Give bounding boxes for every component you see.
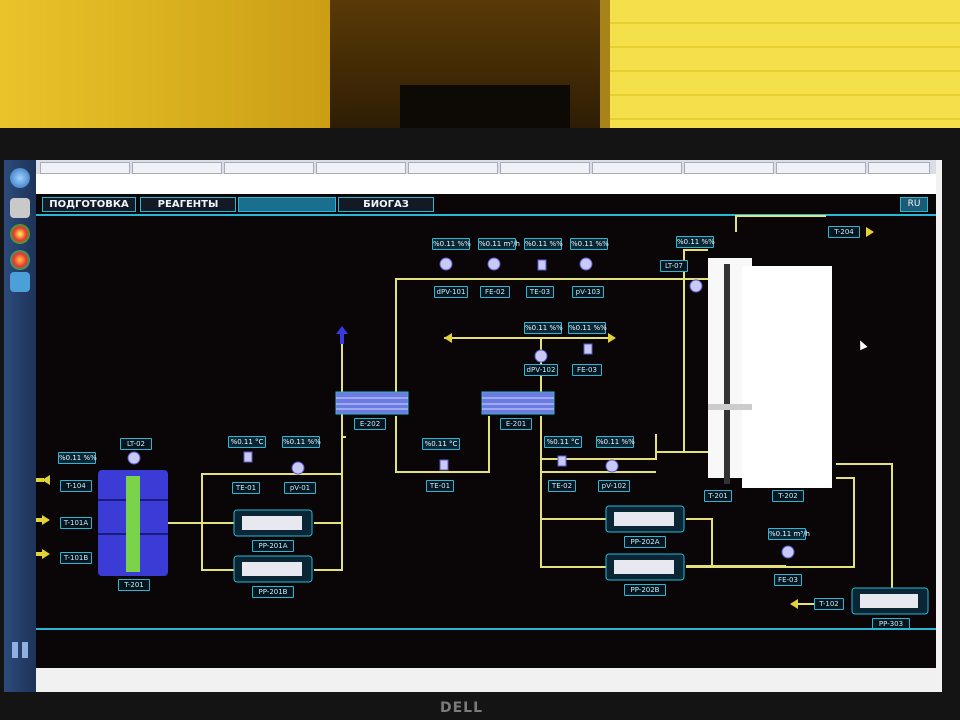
browser-tab[interactable] xyxy=(132,162,222,174)
right-temp-readout: %0.11 °C xyxy=(544,436,582,448)
fe03-right-label: FE-03 xyxy=(774,574,802,586)
left-temp-readout: %0.11 °C xyxy=(228,436,266,448)
pp201a-label: PP-201A xyxy=(252,540,294,552)
tab-podgotovka[interactable]: ПОДГОТОВКА xyxy=(42,197,136,212)
app-icon[interactable] xyxy=(10,272,30,292)
reactor-t201-label: T-201 xyxy=(704,490,732,502)
chrome-icon-2[interactable] xyxy=(10,250,30,270)
fe-right-readout: %0.11 m³/h xyxy=(768,528,810,540)
heat-exchanger-e202 xyxy=(335,391,409,415)
browser-tab[interactable] xyxy=(224,162,314,174)
wall-left xyxy=(0,0,360,140)
pv103-label: pV-103 xyxy=(572,286,604,298)
dpv102-label: dPV-102 xyxy=(524,364,558,376)
t204-label: T-204 xyxy=(828,226,860,238)
te03-label: TE-03 xyxy=(526,286,554,298)
left-valve-readout: %0.11 %% xyxy=(282,436,321,448)
vent-arrow-icon xyxy=(336,326,348,344)
taskbar xyxy=(4,160,36,692)
pump-pp201b xyxy=(233,555,313,583)
reactor-t202-label: T-202 xyxy=(772,490,804,502)
process-diagram xyxy=(36,215,929,615)
bottom-divider xyxy=(36,628,936,630)
lt07-label: LT-07 xyxy=(660,260,688,272)
wall-right xyxy=(610,0,960,140)
fe03-mid-label: FE-03 xyxy=(572,364,602,376)
pp202b-label: PP-202B xyxy=(624,584,666,596)
right-te-label: TE-02 xyxy=(548,480,576,492)
monitor-logo: DELL xyxy=(440,700,484,716)
pp202a-label: PP-202A xyxy=(624,536,666,548)
tab-biogaz[interactable]: БИОГАЗ xyxy=(338,197,434,212)
t104-label: T-104 xyxy=(60,480,92,492)
address-bar[interactable] xyxy=(36,174,936,195)
hx-temp-readout: %0.11 °C xyxy=(422,438,460,450)
browser-tab[interactable] xyxy=(408,162,498,174)
reactor-top-readout: %0.11 %% xyxy=(676,236,715,248)
t101a-label: T-101A xyxy=(60,517,92,529)
dpv101-label: dPV-101 xyxy=(434,286,468,298)
pump-pp303 xyxy=(851,587,929,615)
chrome-icon[interactable] xyxy=(10,224,30,244)
t201-label: T-201 xyxy=(118,579,150,591)
browser-tab[interactable] xyxy=(592,162,682,174)
top-readout-2: %0.11 m³/h xyxy=(478,238,520,250)
top-readout-4: %0.11 %% xyxy=(570,238,609,250)
browser-tabstrip xyxy=(36,160,936,174)
instruments xyxy=(127,257,795,559)
browser-tab[interactable] xyxy=(500,162,590,174)
pump-pp202a xyxy=(605,505,685,533)
e202-label: E-202 xyxy=(354,418,386,430)
browser-tab[interactable] xyxy=(40,162,130,174)
right-valve-readout: %0.11 %% xyxy=(596,436,635,448)
pump-pp201a xyxy=(233,509,313,537)
tab-reagenty[interactable]: РЕАГЕНТЫ xyxy=(140,197,236,212)
tab-active-screen[interactable] xyxy=(238,197,336,212)
fe02-label: FE-02 xyxy=(480,286,510,298)
reactor-vessel xyxy=(708,258,832,488)
flow-arrows xyxy=(36,227,874,609)
right-cv-label: pV-102 xyxy=(598,480,630,492)
pump-pp202b xyxy=(605,553,685,581)
t101b-label: T-101B xyxy=(60,552,92,564)
pp201b-label: PP-201B xyxy=(252,586,294,598)
lt-t201-label: LT-02 xyxy=(120,438,152,450)
t102-label: T-102 xyxy=(814,598,844,610)
tank-t201 xyxy=(98,470,168,576)
left-cv-label: pV-01 xyxy=(284,482,316,494)
language-switch[interactable]: RU xyxy=(900,197,928,212)
start-button-icon[interactable] xyxy=(10,168,30,188)
nav-bar: ПОДГОТОВКА РЕАГЕНТЫ БИОГАЗ RU xyxy=(36,194,936,216)
top-readout-3: %0.11 %% xyxy=(524,238,563,250)
browser-tab[interactable] xyxy=(684,162,774,174)
mid-readout-1: %0.11 %% xyxy=(524,322,563,334)
lt-t201-readout: %0.11 %% xyxy=(58,452,97,464)
mid-readout-2: %0.11 %% xyxy=(568,322,607,334)
top-readout-1: %0.11 %% xyxy=(432,238,471,250)
explorer-icon[interactable] xyxy=(10,198,30,218)
e201-label: E-201 xyxy=(500,418,532,430)
show-desktop-icon[interactable] xyxy=(12,642,28,658)
left-te-label: TE-01 xyxy=(232,482,260,494)
browser-tab[interactable] xyxy=(868,162,930,174)
scada-app: ПОДГОТОВКА РЕАГЕНТЫ БИОГАЗ RU xyxy=(36,194,936,668)
hx-te-label: TE-01 xyxy=(426,480,454,492)
browser-tab[interactable] xyxy=(776,162,866,174)
browser-tab[interactable] xyxy=(316,162,406,174)
heat-exchanger-e201 xyxy=(481,391,555,415)
